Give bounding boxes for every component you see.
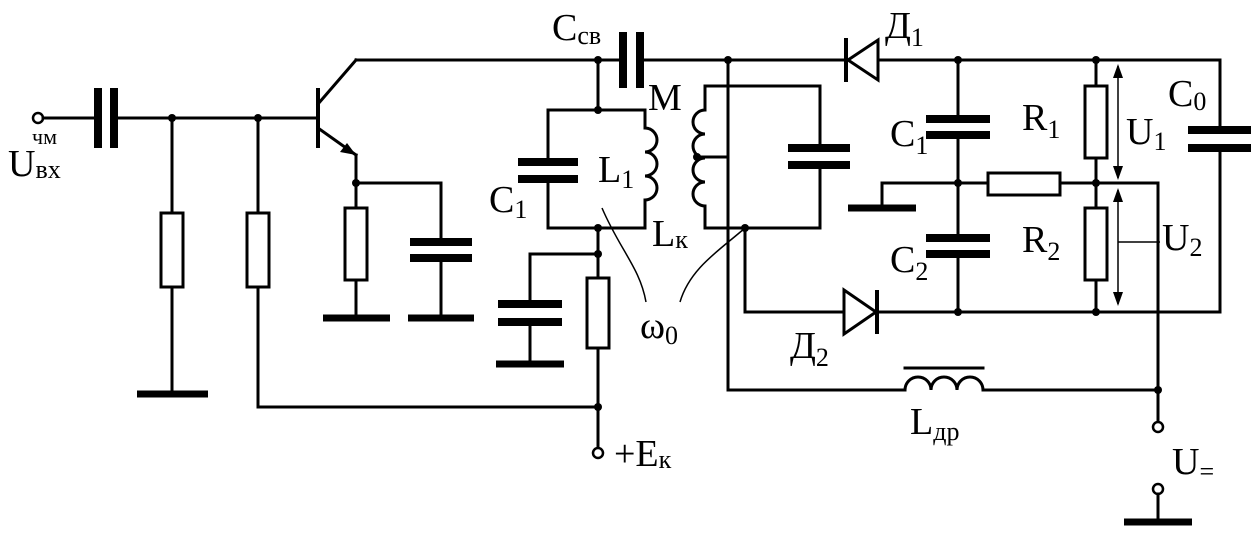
- omega-leader-l1: [601, 207, 647, 303]
- label-uout: U=: [1172, 441, 1214, 486]
- label-omega: ω0: [640, 305, 678, 350]
- label-lk: Lк: [652, 213, 688, 255]
- label-c2: C2: [890, 239, 928, 286]
- label-d1: Д1: [885, 5, 924, 52]
- label-c1-left: C1: [489, 179, 527, 224]
- supply-terminal: [591, 446, 605, 460]
- input-capacitor: [94, 88, 118, 148]
- resistor-midpoint: [986, 171, 1062, 197]
- label-d2: Д2: [790, 325, 829, 372]
- u1-arrow: [1113, 64, 1123, 180]
- label-c1-right: C1: [890, 113, 928, 160]
- diode-d2: [842, 287, 879, 337]
- resistor-emitter: [343, 206, 369, 282]
- resistor-supply: [585, 276, 611, 350]
- label-u2: U2: [1162, 217, 1202, 262]
- resistor-r1: [1083, 84, 1109, 160]
- label-c0: C0: [1168, 73, 1206, 116]
- label-ldr: Lдр: [910, 401, 959, 446]
- label-input: Uвх: [8, 143, 61, 185]
- label-m: M: [648, 77, 682, 119]
- label-c-coupling: Cсв: [552, 7, 601, 50]
- junction-dots: [168, 56, 1162, 411]
- transistor: [315, 57, 359, 158]
- label-u1: U1: [1126, 111, 1166, 156]
- resistor-base-bias: [245, 211, 271, 289]
- label-input-sup: чм: [32, 124, 57, 149]
- diode-d1: [844, 37, 880, 83]
- label-l1: L1: [598, 149, 634, 194]
- omega-leader-lk: [679, 227, 746, 303]
- inductor-ldr: [903, 375, 985, 392]
- resistor-base-ground: [159, 211, 185, 289]
- label-r1: R1: [1022, 97, 1060, 144]
- label-r2: R2: [1022, 219, 1060, 266]
- resistor-r2: [1083, 206, 1109, 282]
- inductor-l1: [643, 126, 659, 202]
- label-ek: +Eк: [614, 433, 672, 475]
- u2-arrow: [1113, 188, 1123, 306]
- output-terminal-top: [1151, 420, 1165, 434]
